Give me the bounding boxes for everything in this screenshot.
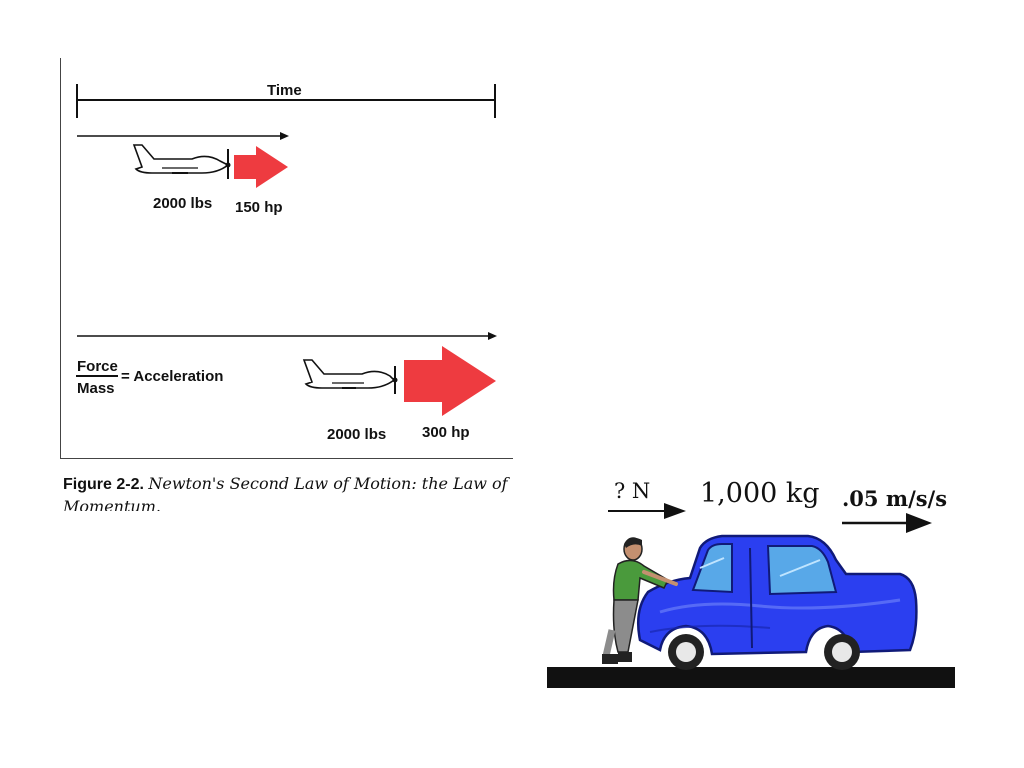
force-arrow	[608, 503, 686, 519]
bottom-plane-weight-label: 2000 lbs	[327, 426, 387, 443]
caption-number: Figure 2-2.	[63, 476, 144, 493]
top-distance-arrow	[77, 132, 289, 140]
caption-text: Newton's Second Law of Motion: the Law o…	[63, 474, 508, 511]
bottom-airplane-icon	[302, 359, 398, 394]
top-plane-weight-label: 2000 lbs	[153, 195, 213, 212]
bottom-plane-power-label: 300 hp	[422, 424, 470, 441]
top-plane-power-label: 150 hp	[235, 199, 283, 216]
ground-bar	[547, 667, 955, 688]
formula-denominator: Mass	[77, 380, 115, 397]
bottom-distance-arrow	[77, 332, 497, 340]
top-airplane-icon	[132, 144, 231, 179]
acceleration-arrow	[842, 513, 932, 533]
person-pushing-icon	[602, 537, 678, 664]
top-force-arrow	[234, 146, 288, 188]
formula-numerator: Force	[77, 358, 118, 375]
acceleration-label: .05 m/s/s	[842, 486, 948, 511]
force-label: ? N	[614, 479, 651, 503]
time-scale-bar	[76, 84, 496, 118]
formula-result: = Acceleration	[121, 368, 224, 385]
figure-caption: Figure 2-2. Newton's Second Law of Motio…	[63, 473, 513, 511]
time-label: Time	[267, 82, 302, 99]
car-illustration	[637, 534, 918, 670]
figure-frame	[60, 58, 513, 459]
bottom-force-arrow	[404, 346, 496, 416]
mass-label: 1,000 kg	[700, 478, 820, 509]
